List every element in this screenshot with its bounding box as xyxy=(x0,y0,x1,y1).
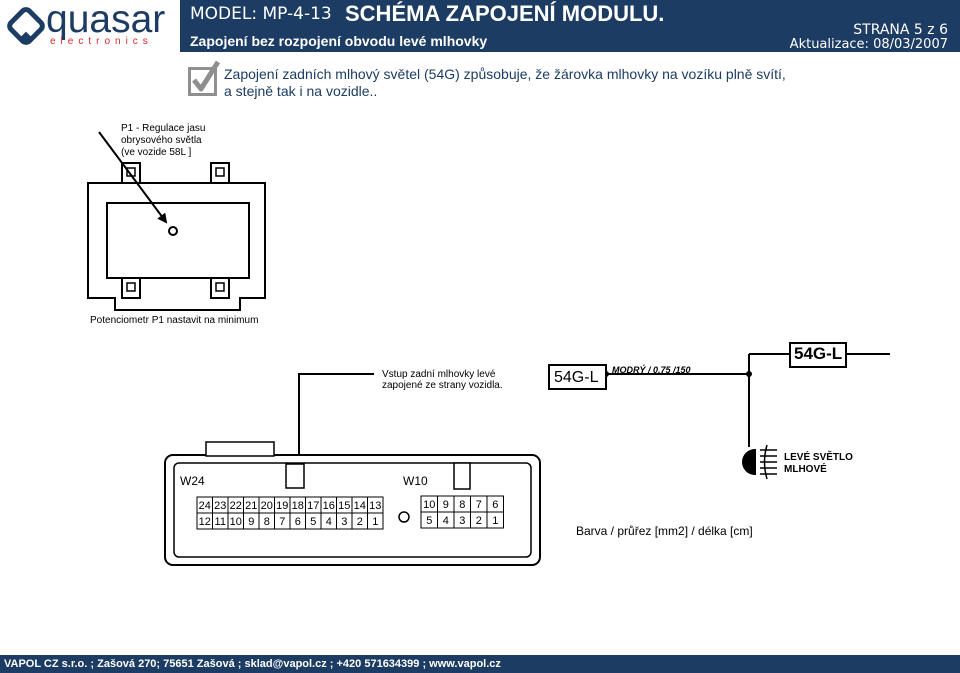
intro-line-1: Zapojení zadních mlhový světel (54G) způ… xyxy=(224,66,786,82)
input-note-line-1: Vstup zadní mlhovky levé xyxy=(382,369,496,380)
w10-pin-label: 7 xyxy=(476,499,482,511)
w24-pin-label: 16 xyxy=(323,500,335,512)
intro-text: Zapojení zadních mlhový světel (54G) způ… xyxy=(224,66,786,100)
lamp-label: LEVÉ SVĚTLO MLHOVÉ xyxy=(784,452,853,476)
w24-pin-label: 1 xyxy=(372,516,378,528)
w24-pin-label: 8 xyxy=(264,516,270,528)
p1-label-line-2: obrysového světla xyxy=(121,135,202,146)
module-housing xyxy=(87,162,266,311)
w24-pin-label: 14 xyxy=(354,500,366,512)
w24-pin-label: 19 xyxy=(276,500,288,512)
w10-pin-label: 8 xyxy=(459,499,465,511)
w24-pin-label: 13 xyxy=(369,500,381,512)
w24-pin-label: 12 xyxy=(199,516,211,528)
page-number: STRANA 5 z 6 xyxy=(853,22,948,38)
w10-pin-label: 1 xyxy=(492,515,498,527)
intro-line-2: a stejně tak i na vozidle.. xyxy=(224,83,378,99)
logo-subtitle: electronics xyxy=(50,36,153,47)
lamp-label-line-2: MLHOVÉ xyxy=(784,464,827,475)
w24-pin-label: 21 xyxy=(245,500,257,512)
potentiometer-note: Potenciometr P1 nastavit na minimum xyxy=(90,315,259,326)
w24-pin-label: 9 xyxy=(248,516,254,528)
p1-label: P1 - Regulace jasu obrysového světla (ve… xyxy=(121,123,206,159)
w10-pin-label: 5 xyxy=(426,515,432,527)
wire-54g-l xyxy=(298,353,890,470)
w24-pin-label: 10 xyxy=(230,516,242,528)
input-note: Vstup zadní mlhovky levé zapojené ze str… xyxy=(382,369,503,391)
w24-pin-label: 5 xyxy=(310,516,316,528)
w10-pin-label: 4 xyxy=(443,515,449,527)
wire-spec: MODRÝ / 0,75 /150 xyxy=(612,365,691,375)
w24-pin-1 xyxy=(367,512,384,530)
connector-w10-label: W10 xyxy=(403,474,428,488)
model-label: MODEL: MP-4-13 xyxy=(190,4,332,24)
w24-pin-label: 22 xyxy=(230,500,242,512)
label-54g-l-right-box xyxy=(789,342,847,368)
w24-pin-label: 4 xyxy=(326,516,332,528)
wire-label-right: 54G-L xyxy=(794,344,843,363)
p1-label-line-1: P1 - Regulace jasu xyxy=(121,123,206,134)
w24-pin-label: 3 xyxy=(341,516,347,528)
wire-label-left: 54G-L xyxy=(554,369,599,386)
p1-pointer-arrow xyxy=(98,131,168,224)
logo-name: quasar xyxy=(46,0,166,41)
w24-pin-label: 7 xyxy=(279,516,285,528)
w10-pin-label: 3 xyxy=(459,515,465,527)
w24-pin-label: 17 xyxy=(307,500,319,512)
lamp-label-line-1: LEVÉ SVĚTLO xyxy=(784,452,853,463)
w10-pin-1 xyxy=(486,511,504,529)
input-note-line-2: zapojené ze strany vozidla. xyxy=(382,380,503,391)
w10-pin-label: 9 xyxy=(443,499,449,511)
w10-pin-label: 6 xyxy=(492,499,498,511)
w24-pin-label: 23 xyxy=(214,500,226,512)
w24-pin-label: 11 xyxy=(215,516,226,528)
update-date: Aktualizace: 08/03/2007 xyxy=(789,37,948,52)
page-title: SCHÉMA ZAPOJENÍ MODULU. xyxy=(345,1,665,26)
footer-bar xyxy=(0,655,960,673)
w24-pin-label: 20 xyxy=(261,500,273,512)
quasar-logo-icon xyxy=(7,7,45,45)
w24-pin-label: 15 xyxy=(338,500,350,512)
legend-text: Barva / průřez [mm2] / délka [cm] xyxy=(576,524,753,538)
w10-pin-label: 10 xyxy=(423,499,435,511)
w24-pin-label: 18 xyxy=(292,500,304,512)
logo: quasar electronics xyxy=(0,0,180,52)
potentiometer-p1 xyxy=(168,226,178,236)
w10-pin-label: 2 xyxy=(476,515,482,527)
w24-pin-label: 24 xyxy=(199,500,211,512)
w24-pin-label: 2 xyxy=(357,516,363,528)
checkmark-icon xyxy=(188,60,220,96)
label-54g-l-box xyxy=(548,364,607,390)
p1-label-line-3: (ve vozide 58L ] xyxy=(121,147,192,158)
fog-lamp-icon xyxy=(742,444,777,480)
footer-text: VAPOL CZ s.r.o. ; Zašová 270; 75651 Zašo… xyxy=(4,658,501,670)
page-subtitle: Zapojení bez rozpojení obvodu levé mlhov… xyxy=(190,33,488,49)
w24-pin-label: 6 xyxy=(295,516,301,528)
connector-w24-label: W24 xyxy=(180,474,205,488)
